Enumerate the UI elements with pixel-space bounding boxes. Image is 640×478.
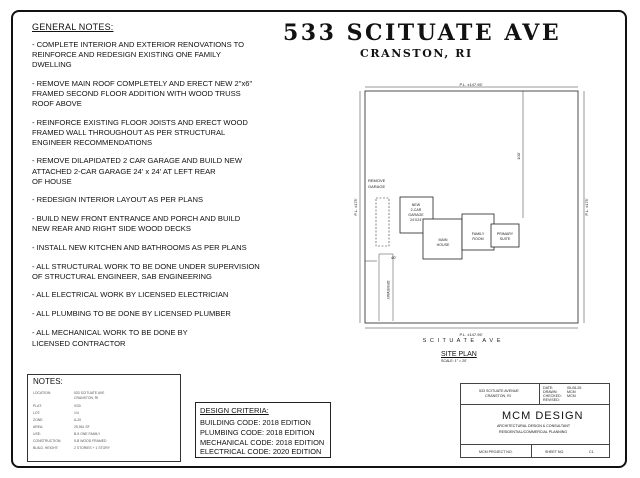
revised-label: REVISED: [543, 398, 560, 402]
svg-text:GARAGE: GARAGE [408, 213, 424, 217]
date-value: 05-06-25 [567, 386, 582, 390]
depth-dimension: 100' [516, 152, 521, 160]
criteria-line: BUILDING CODE: 2018 EDITION [200, 418, 311, 427]
primary-suite [490, 223, 520, 248]
svg-text:2-CAR: 2-CAR [411, 208, 422, 212]
project-number-label: MCM PROJECT NO. [479, 450, 513, 454]
notes-row-value: 0/33 [74, 404, 81, 408]
svg-text:ROOM: ROOM [472, 237, 483, 241]
note-item: - REMOVE DILAPIDATED 2 CAR GARAGE AND BU… [32, 156, 242, 186]
family-room [461, 213, 495, 251]
svg-text:HOUSE: HOUSE [437, 243, 450, 247]
note-item: - COMPLETE INTERIOR AND EXTERIOR RENOVAT… [32, 40, 245, 70]
remove-garage-line1: REMOVE [368, 178, 386, 183]
notes-row-label: LOCATION: [33, 391, 52, 395]
setback-dimension: 40' [391, 255, 396, 260]
notes-row-label: LOT: [33, 411, 41, 415]
site-plan-drawing: P.L. ±147.95' P.L. ±147.95' P.L. ±175' P… [353, 82, 589, 344]
notes-row-value: 1/4 [74, 411, 79, 415]
svg-text:24'X24': 24'X24' [410, 218, 422, 222]
notes-row-label: PLAT: [33, 404, 42, 408]
note-item: - ALL PLUMBING TO BE DONE BY LICENSED PL… [32, 309, 231, 319]
property-line [364, 90, 579, 324]
title-block-address: 533 SCITUATE AVENUE [479, 389, 519, 393]
site-plan-scale: SCALE: 1" = 20' [441, 359, 467, 363]
note-item: - REINFORCE EXISTING FLOOR JOISTS AND ER… [32, 117, 248, 147]
property-line-bottom-label: P.L. ±147.95' [460, 332, 483, 337]
zoning-notes-box: NOTES: LOCATION: 533 SCITUATE AVE CRANST… [27, 374, 181, 462]
criteria-line: ELECTRICAL CODE: 2020 EDITION [200, 447, 322, 456]
notes-row-value: 5-B WOOD FRAMED [74, 439, 107, 443]
drawing-sheet [11, 10, 627, 468]
note-item: - REDESIGN INTERIOR LAYOUT AS PER PLANS [32, 195, 204, 205]
svg-text:SUITE: SUITE [500, 237, 511, 241]
title-block-city: CRANSTON, RI [485, 394, 511, 398]
driveway-label: DRIVEWAY [386, 281, 390, 300]
new-garage-label: NEW [412, 203, 421, 207]
firm-name: MCM DESIGN [502, 410, 584, 422]
note-item: - REMOVE MAIN ROOF COMPLETELY AND ERECT … [32, 78, 253, 109]
sheet-number-label: SHEET NO. [545, 450, 565, 454]
firm-tagline: ARCHITECTURAL DESIGN & CONSULTANT [497, 424, 571, 428]
primary-suite-label: PRIMARY [497, 232, 514, 236]
note-item: - INSTALL NEW KITCHEN AND BATHROOMS AS P… [32, 242, 247, 252]
property-line-right-label: P.L. ±175' [584, 198, 589, 216]
remove-garage-line2: GARAGE [368, 184, 385, 189]
main-house-label: MAIN [439, 238, 448, 242]
project-address-title: 533 SCITUATE AVE [283, 20, 562, 46]
criteria-line: PLUMBING CODE: 2018 EDITION [200, 428, 315, 437]
drawn-value: MCM [567, 390, 576, 394]
note-item: - ALL MECHANICAL WORK TO BE DONE BY LICE… [32, 328, 188, 348]
checked-value: MCM [567, 394, 576, 398]
notes-row-label: CONSTRUCTION: [33, 439, 62, 443]
notes-row-label: ZONE: [33, 418, 44, 422]
notes-row-value: 2 STORIES + 1 STORY [74, 446, 110, 450]
design-criteria-box: DESIGN CRITERIA: BUILDING CODE: 2018 EDI… [195, 402, 331, 458]
notes-row-value: 25,961 SF [74, 425, 90, 429]
note-item: - ALL STRUCTURAL WORK TO BE DONE UNDER S… [32, 261, 260, 281]
notes-row-value: 533 SCITUATE AVE CRANSTON, RI [74, 391, 105, 400]
property-line-left-label: P.L. ±175' [353, 198, 358, 216]
notes-row-label: USE: [33, 432, 41, 436]
general-notes-title: GENERAL NOTES: [32, 22, 114, 32]
notes-row-value: A-20 [74, 418, 82, 422]
checked-label: CHECKED: [543, 394, 562, 398]
firm-services: RESIDENTIAL/COMMERCIAL PLANNING [499, 430, 568, 434]
note-item: - ALL ELECTRICAL WORK BY LICENSED ELECTR… [32, 290, 229, 300]
date-label: DATE: [543, 386, 554, 390]
general-notes-list: - COMPLETE INTERIOR AND EXTERIOR RENOVAT… [32, 40, 282, 357]
note-item: - BUILD NEW FRONT ENTRANCE AND PORCH AND… [32, 214, 241, 234]
project-city: CRANSTON, RI [360, 47, 473, 60]
notes-row-label: AREA: [33, 425, 44, 429]
site-plan-label: SITE PLAN [441, 351, 477, 358]
property-line-top-label: P.L. ±147.95' [460, 82, 483, 87]
title-block: 533 SCITUATE AVENUE CRANSTON, RI DATE: 0… [460, 383, 610, 458]
sheet-number-value: C1 [589, 450, 594, 454]
notes-box-title: NOTES: [33, 377, 63, 386]
notes-row-value: B-5 ONE FAMILY [74, 432, 101, 436]
notes-row-label: BUILD. HEIGHT: [33, 446, 59, 450]
family-room-label: FAMILY [472, 232, 485, 236]
design-criteria-title: DESIGN CRITERIA: [200, 406, 269, 415]
street-name: S C I T U A T E A V E [423, 338, 502, 344]
criteria-line: MECHANICAL CODE: 2018 EDITION [200, 438, 325, 447]
drawn-label: DRAWN: [543, 390, 558, 394]
